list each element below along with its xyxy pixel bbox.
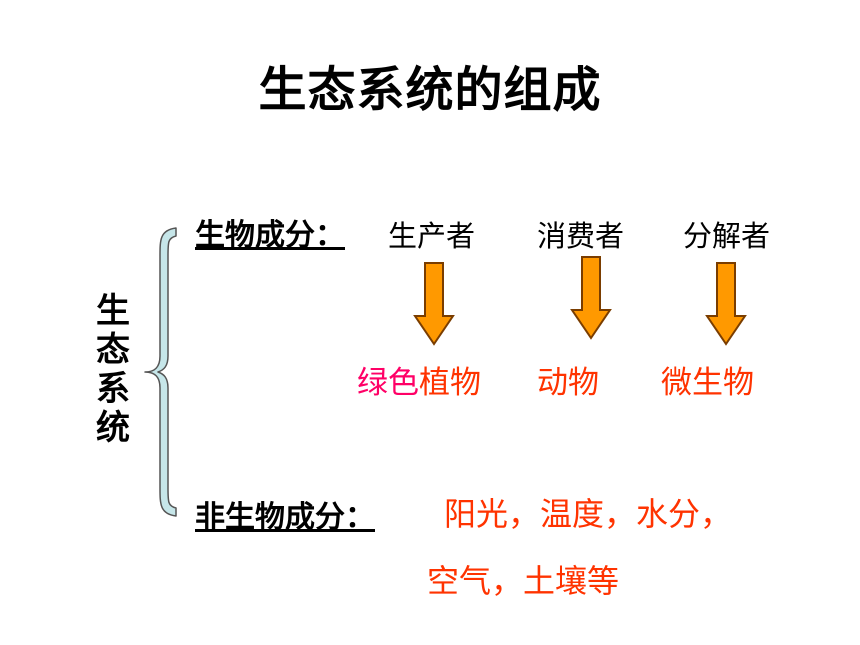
vertical-char: 系 — [96, 369, 130, 409]
ecosystem-vertical-label: 生 态 系 统 — [88, 292, 138, 448]
example-decomposer: 微生物 — [661, 365, 754, 401]
abiotic-factors-line1: 阳光，温度，水分， — [444, 495, 733, 533]
biotic-components-label: 生物成分： — [195, 218, 345, 253]
vertical-char: 态 — [96, 330, 130, 370]
page-title: 生态系统的组成 — [258, 62, 602, 118]
down-arrow-icon — [413, 262, 455, 346]
down-arrow-icon — [705, 262, 747, 346]
example-producer-green: 绿色 — [357, 365, 419, 401]
abiotic-components-label: 非生物成分： — [195, 500, 375, 535]
example-producer: 绿色植物 — [357, 357, 481, 402]
down-arrow-icon — [570, 256, 612, 340]
example-producer-plants: 植物 — [419, 365, 481, 401]
example-consumer: 动物 — [537, 365, 599, 401]
left-brace — [144, 227, 177, 517]
role-consumer: 消费者 — [537, 219, 625, 253]
vertical-char: 生 — [96, 291, 130, 331]
vertical-char: 统 — [96, 408, 130, 448]
abiotic-factors-line2: 空气，土壤等 — [427, 562, 620, 600]
role-decomposer: 分解者 — [683, 219, 771, 253]
role-producer: 生产者 — [388, 219, 476, 253]
